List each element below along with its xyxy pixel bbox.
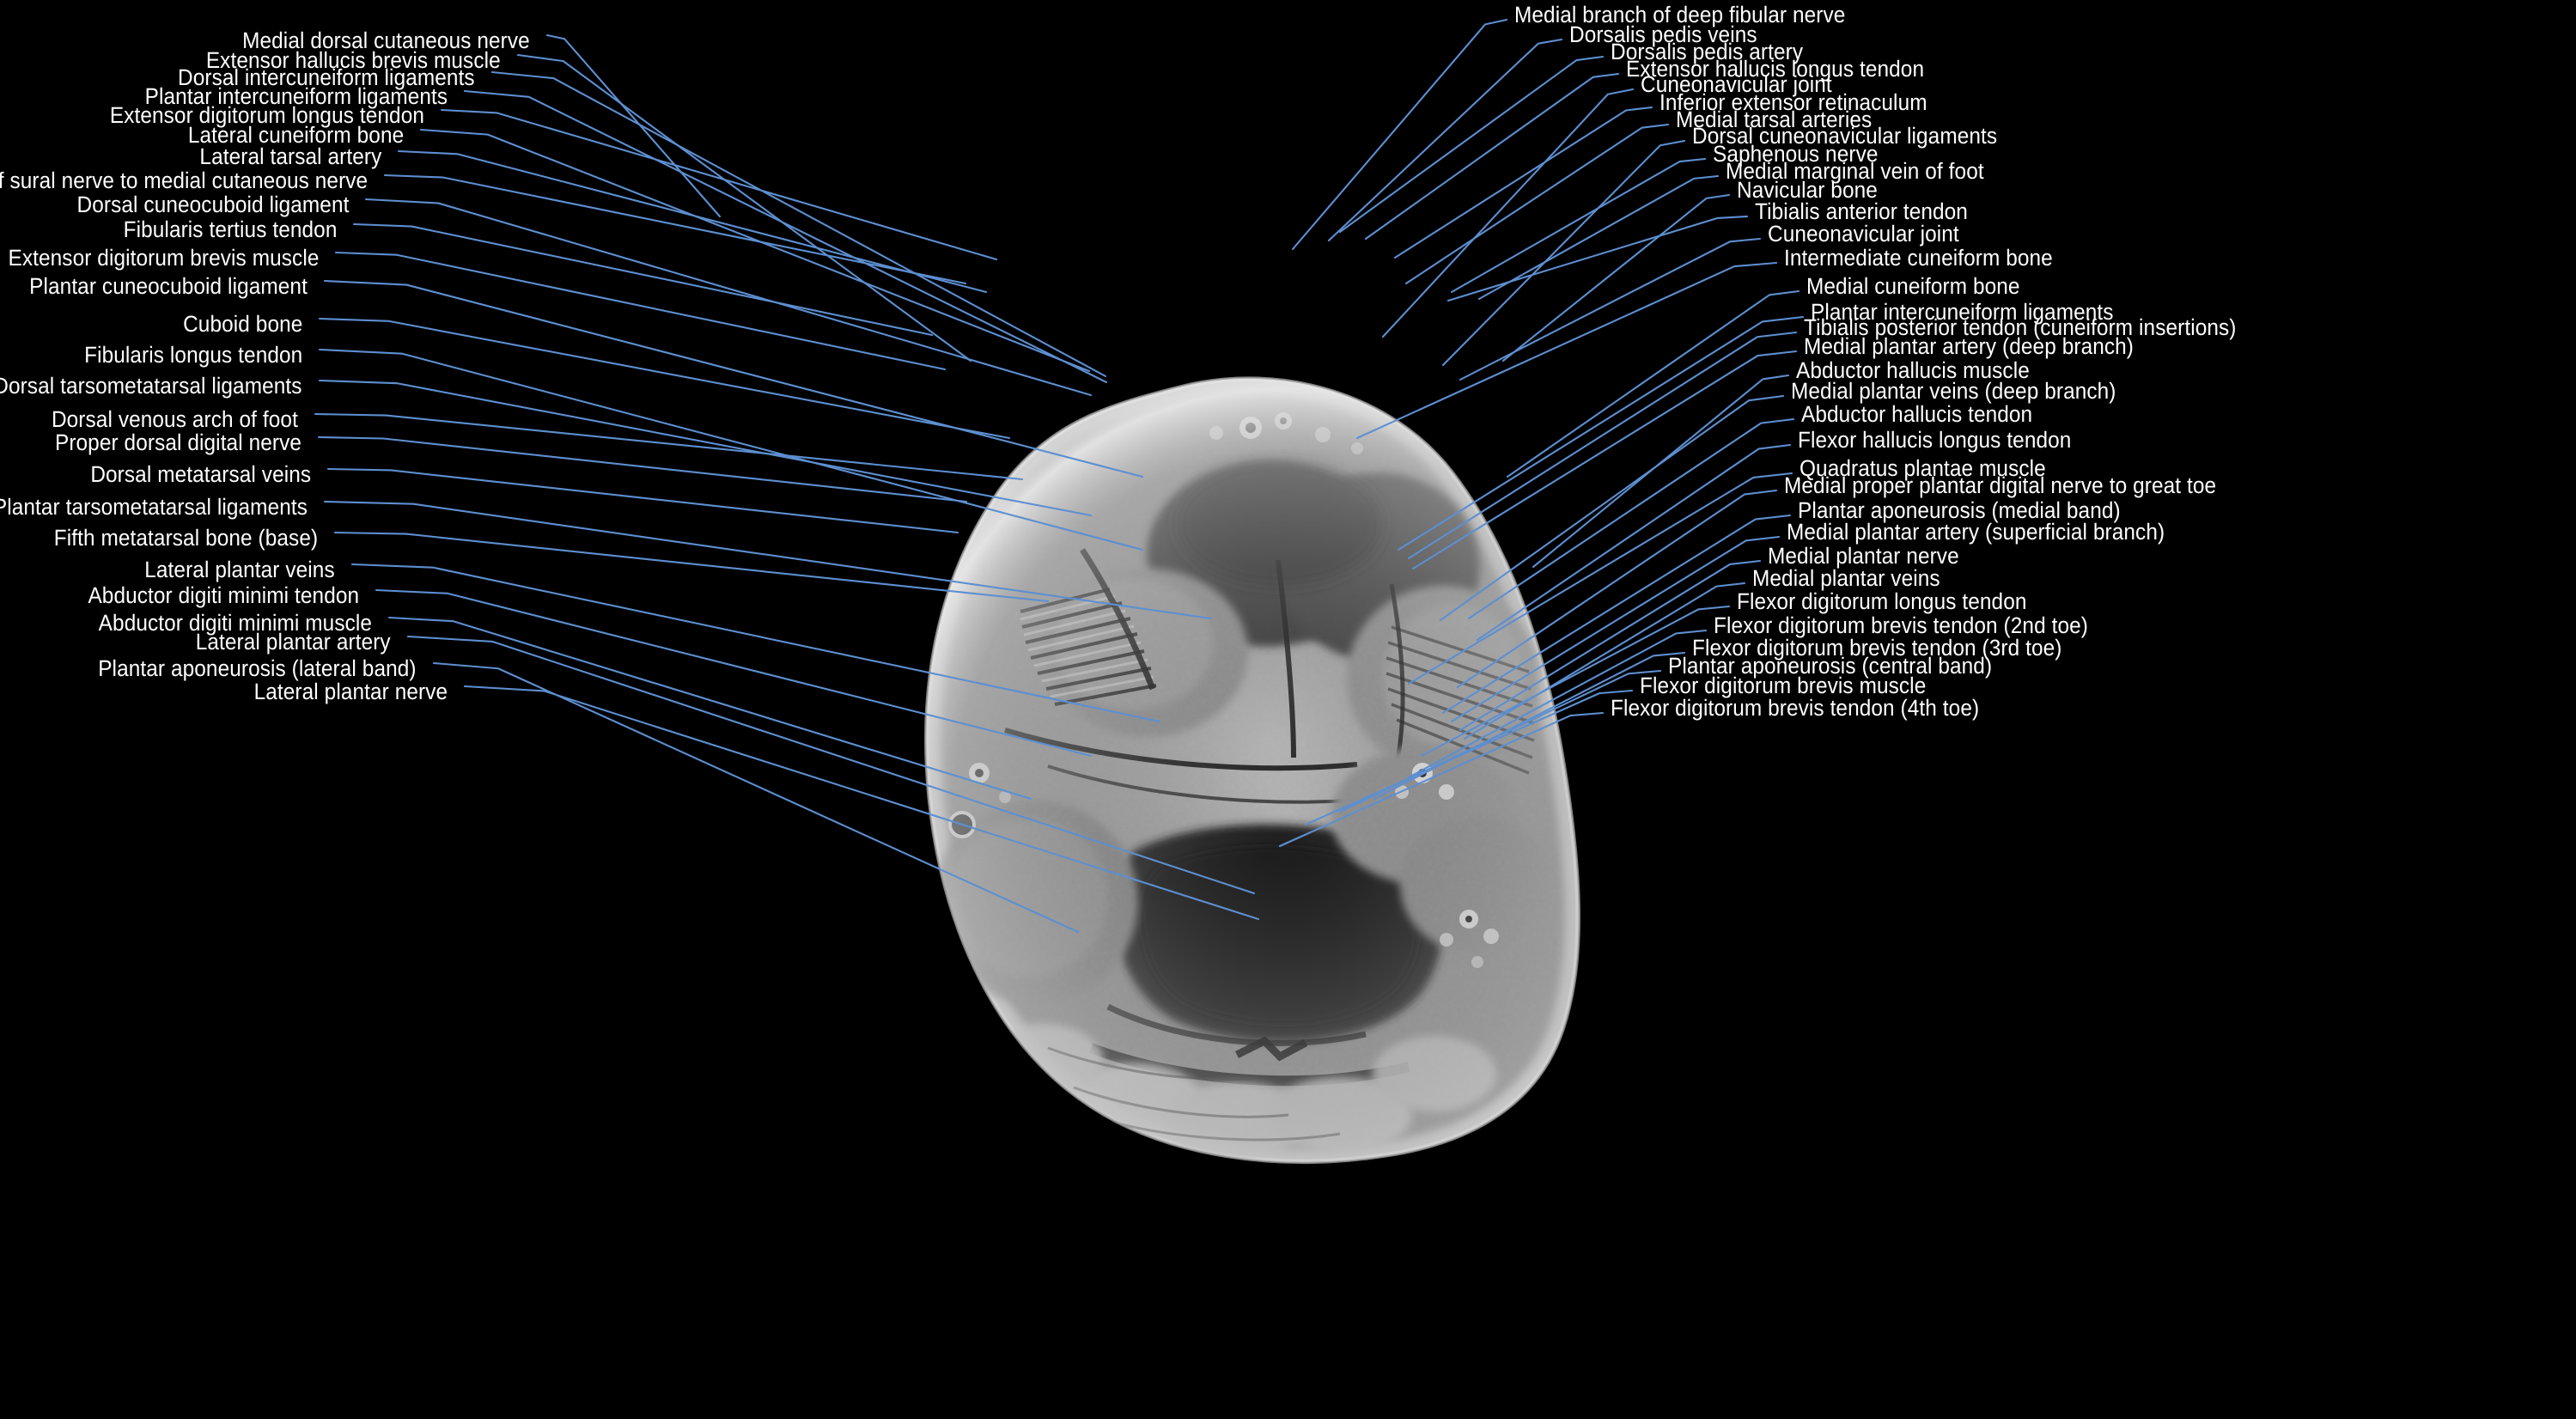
leader-line [1381, 88, 1635, 338]
leader-line [1446, 215, 1749, 302]
anatomy-label: Plantar cuneocuboid ligament [29, 273, 308, 299]
anatomy-label: Lateral plantar veins [144, 557, 335, 582]
anatomy-label: Medial proper plantar digital nerve to g… [1784, 472, 2217, 498]
anatomy-label: Flexor digitorum longus tendon [1737, 588, 2027, 614]
anatomy-label: Fibularis longus tendon [83, 342, 302, 368]
anatomy-label: Abductor digiti minimi muscle [98, 610, 372, 636]
leader-line [397, 149, 988, 294]
leader-line [1477, 174, 1720, 301]
anatomy-label: Quadratus plantae muscle [1800, 455, 2046, 481]
anatomy-label: Dorsal tarsometatarsal ligaments [0, 373, 302, 399]
leader-line [516, 53, 972, 362]
anatomy-label: Lateral plantar artery [196, 629, 391, 655]
anatomy-label: Tibialis posterior tendon (cuneiform ins… [1804, 314, 2237, 340]
anatomy-label: Extensor digitorum brevis muscle [7, 245, 319, 271]
anatomy-label: Cuneonavicular joint [1641, 71, 1832, 97]
anatomy-label: Dorsal cuneocuboid ligament [76, 192, 349, 217]
anatomy-label: Plantar aponeurosis (medial band) [1798, 497, 2121, 523]
anatomy-label: Cuboid bone [182, 311, 302, 337]
mri-rendering [876, 369, 1701, 1254]
anatomy-label: Flexor digitorum brevis muscle [1640, 673, 1927, 698]
anatomy-label: Medial plantar artery (deep branch) [1804, 333, 2134, 359]
anatomy-label: Lateral cuneiform bone [187, 122, 404, 148]
leader-line [463, 89, 1108, 384]
anatomy-label: Flexor digitorum brevis tendon (2nd toe) [1714, 612, 2088, 638]
leader-line [1393, 106, 1653, 259]
leader-line [317, 435, 968, 503]
anatomy-label: Medial branch of deep fibular nerve [1514, 2, 1846, 27]
anatomy-label: Saphenous nerve [1713, 141, 1879, 167]
anatomy-label: Medial cuneiform bone [1806, 273, 2020, 299]
anatomy-label: Dorsal intercuneiform ligaments [178, 64, 475, 90]
anatomy-label: Abductor hallucis tendon [1801, 401, 2033, 427]
anatomy-label: Fibularis tertius tendon [123, 216, 337, 242]
anatomy-label: Flexor hallucis longus tendon [1798, 427, 2072, 453]
anatomy-label: Medial plantar veins [1752, 565, 1940, 591]
leader-line [383, 174, 967, 285]
anatomy-label: Flexor digitorum brevis tendon (3rd toe) [1692, 635, 2062, 661]
anatomy-label: Abductor hallucis muscle [1796, 357, 2030, 383]
anatomy-label: Abductor digiti minimi tendon [88, 582, 359, 608]
leader-line [1404, 123, 1670, 285]
anatomy-label: Plantar tarsometatarsal ligaments [0, 494, 308, 520]
leader-line [1291, 18, 1508, 251]
leader-line [1459, 237, 1762, 381]
leader-line [1327, 38, 1563, 242]
anatomy-label: Medial plantar veins (deep branch) [1791, 378, 2116, 404]
anatomy-label: Medial plantar artery (superficial branc… [1787, 519, 2165, 545]
anatomy-label: Plantar aponeurosis (lateral band) [98, 655, 417, 681]
leader-line [364, 198, 1093, 397]
anatomy-label: Dorsalis pedis veins [1569, 21, 1757, 47]
anatomy-label: Extensor hallucis brevis muscle [206, 47, 501, 73]
anatomy-label: Tibialis anterior tendon [1755, 198, 1968, 224]
anatomy-label: Extensor digitorum longus tendon [109, 102, 424, 128]
anatomy-label: Lateral plantar nerve [253, 679, 448, 704]
anatomy-label: Fifth metatarsal bone (base) [53, 525, 318, 551]
anatomy-label: Medial plantar nerve [1768, 543, 1959, 569]
leader-line [326, 467, 959, 534]
anatomy-label: Medial marginal vein of foot [1726, 158, 1984, 184]
leader-line [352, 222, 934, 337]
anatomy-label: Inferior extensor retinaculum [1659, 89, 1927, 115]
leader-line [1450, 157, 1707, 294]
leader-line [419, 128, 1091, 373]
anatomy-label: Proper dorsal digital nerve [54, 429, 301, 455]
anatomy-label: Dorsal metatarsal veins [90, 461, 311, 487]
leader-line [1338, 55, 1605, 234]
anatomy-label: Dorsal cuneonavicular ligaments [1692, 123, 1998, 149]
anatomy-label: Intermediate cuneiform bone [1784, 245, 2053, 271]
leader-line [440, 108, 998, 261]
anatomy-label: Plantar intercuneiform ligaments [144, 83, 448, 109]
anatomy-label: Dorsal venous arch of foot [52, 406, 298, 432]
anatomy-label: Dorsalis pedis artery [1611, 39, 1804, 64]
anatomy-label: Extensor hallucis longus tendon [1626, 56, 1925, 82]
anatomy-label: Medial tarsal arteries [1676, 107, 1873, 132]
leader-line [490, 70, 1107, 378]
anatomy-label: Lateral tarsal artery [199, 143, 381, 169]
leader-line [1364, 72, 1620, 241]
anatomy-label: Flexor digitorum brevis tendon (4th toe) [1611, 695, 1980, 721]
anatomy-label: Medial dorsal cutaneous nerve [242, 27, 530, 53]
anatomy-label: Cuneonavicular joint [1768, 221, 1959, 247]
leader-line [1501, 193, 1731, 362]
leader-line [545, 33, 722, 218]
leader-line [1441, 139, 1686, 367]
anatomy-label: Plantar intercuneiform ligaments [1811, 299, 2114, 325]
leader-line [334, 251, 947, 371]
anatomy-label: Plantar aponeurosis (central band) [1668, 653, 1993, 679]
anatomy-label: Anastomotic branch of sural nerve to med… [0, 167, 368, 193]
anatomy-label: Navicular bone [1737, 177, 1878, 203]
mri-axial-foot-image [876, 369, 1701, 1254]
